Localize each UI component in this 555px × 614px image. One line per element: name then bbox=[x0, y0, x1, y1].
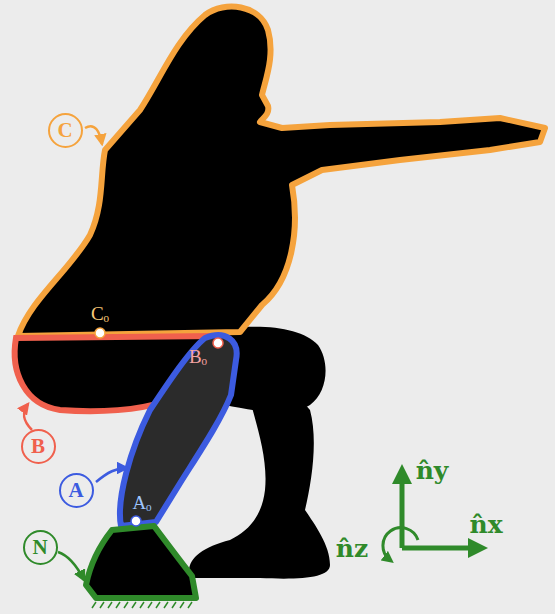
callout-letter: A bbox=[68, 480, 83, 501]
axis-label: n̂z bbox=[336, 536, 368, 561]
point-ao bbox=[131, 516, 141, 526]
point-label: Aₒ bbox=[132, 493, 151, 512]
callout-letter: N bbox=[32, 537, 47, 558]
leader-arrow bbox=[85, 126, 102, 144]
callout-circle: C bbox=[48, 113, 83, 148]
point-label: Bₒ bbox=[189, 347, 207, 366]
callout-letter: C bbox=[57, 120, 72, 141]
leader-arrow bbox=[24, 404, 32, 430]
foot-n bbox=[86, 526, 196, 598]
callout-circle: B bbox=[21, 429, 56, 464]
upper-body-c bbox=[18, 7, 545, 336]
axes-symbol bbox=[383, 472, 480, 560]
callout-letter: B bbox=[31, 436, 45, 457]
callout-circle: A bbox=[59, 473, 94, 508]
leader-arrow bbox=[96, 468, 127, 482]
point-bo bbox=[213, 338, 223, 348]
axis-label: n̂y bbox=[416, 458, 449, 483]
shank-a bbox=[120, 335, 237, 526]
callout-circle: N bbox=[23, 530, 58, 565]
ground-hatch bbox=[92, 602, 192, 608]
axis-label: n̂x bbox=[469, 512, 502, 537]
point-label: Cₒ bbox=[91, 304, 109, 323]
leader-arrow bbox=[58, 552, 84, 580]
point-co bbox=[95, 328, 105, 338]
